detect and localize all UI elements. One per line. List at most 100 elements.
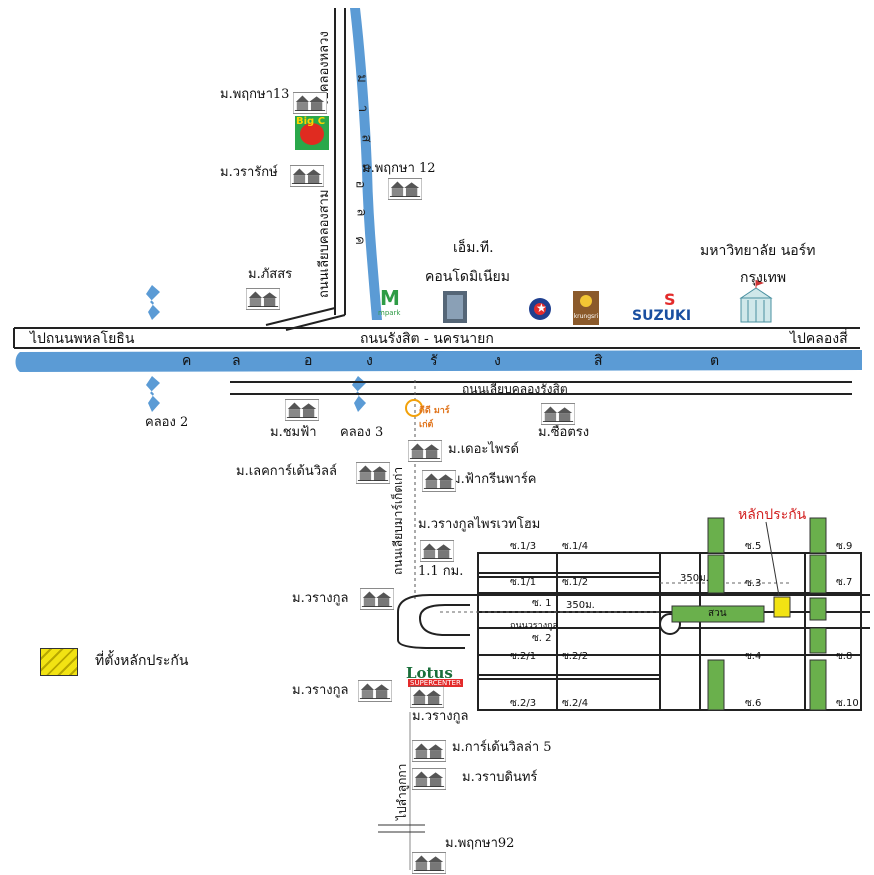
label-khlong2: คลอง 2 <box>145 415 189 430</box>
khlong-rangsit-letter: อ <box>304 353 313 369</box>
lotus-sub-text: SUPERCENTER <box>408 679 463 687</box>
khlong-2-tributary-north <box>146 285 160 320</box>
soi-2-1: ซ.2/1 <box>510 651 537 662</box>
label-main-west: ไปถนนพหลโยธิน <box>30 331 135 347</box>
suan-center: สวน <box>708 608 727 619</box>
label-the-price: ม.เดอะไพรด์ <box>448 442 519 457</box>
label-wararangkul-a: ม.วรางกูล <box>292 591 349 606</box>
caltex-logo: ★ <box>529 298 551 320</box>
label-chomfah: ม.ชมฟ้า <box>270 425 317 440</box>
house-icon <box>356 462 390 484</box>
khlong-rangsit-letter: ล <box>232 353 241 369</box>
label-wararak: ม.วรารักษ์ <box>220 165 278 180</box>
khlong-rangsit-letter: ต <box>710 353 720 369</box>
label-main-center: ถนนรังสิต - นครนายก <box>360 331 494 347</box>
label-mt-condo-1: เอ็ม.ที. <box>453 240 494 256</box>
soi-3: ซ.3 <box>745 578 762 589</box>
house-icon <box>388 178 422 200</box>
khlong-sam-letter: ม <box>353 74 369 83</box>
soi-1: ซ. 1 <box>532 598 552 609</box>
khlong-rangsit-canal <box>15 350 862 372</box>
wararangkul-road <box>397 594 870 649</box>
label-pruksa12: ม.พฤกษา 12 <box>362 161 436 176</box>
legend-swatch <box>40 648 78 676</box>
label-khlong3: คลอง 3 <box>340 425 384 440</box>
label-south-road-2: ไปลำลูกกา <box>395 763 409 820</box>
soi-5: ซ.5 <box>745 541 762 552</box>
label-suetrong: ม.ซื่อตรง <box>538 425 590 440</box>
soi-2-3: ซ.2/3 <box>510 698 537 709</box>
label-garden-villa: ม.การ์เด้นวิลล่า 5 <box>452 740 552 755</box>
frontage-road <box>230 381 852 395</box>
mpark-logo: M mpark <box>378 286 401 317</box>
label-mt-condo-2: คอนโดมิเนียม <box>425 269 510 285</box>
label-main-east: ไปคลองสี่ <box>790 331 848 347</box>
khlong-rangsit-letter: ค <box>182 353 192 369</box>
khlong-rangsit-letter: สิ <box>594 353 603 369</box>
label-frontage-road: ถนนเลียบคลองรังสิต <box>462 382 568 396</box>
parks <box>671 517 827 711</box>
lotus-text: Lotus <box>406 664 453 682</box>
khlong-sam-letter: ค <box>351 236 367 245</box>
road-break-mark <box>378 824 425 833</box>
soi-7: ซ.7 <box>836 577 853 588</box>
dist-350a: 350ม. <box>680 573 709 584</box>
label-university-1: มหาวิทยาลัย นอร์ท <box>700 243 816 259</box>
label-university-2: กรุงเทพ <box>740 270 787 286</box>
house-icon <box>408 440 442 462</box>
main-road <box>13 327 860 349</box>
label-north-road-2: ถนนเลียบคลองสาม <box>317 189 332 298</box>
house-icon <box>412 852 446 874</box>
university-building <box>739 287 773 323</box>
dist-350b: 350ม. <box>566 600 595 611</box>
bigc-text: Big C <box>296 116 326 127</box>
label-wararangkul-private: ม.วรางกูลไพรเวทโฮม <box>418 517 541 532</box>
khlong-rangsit-letter: ง <box>366 353 373 369</box>
label-south-road: ถนนเลียบมาร์เก็ตเก่า <box>391 466 405 575</box>
house-icon <box>412 768 446 790</box>
khlong-sam-letter: ง <box>359 163 375 170</box>
label-distance-1km: 1.1 กม. <box>418 564 464 579</box>
label-wararangkul-b: ม.วรางกูล <box>292 683 349 698</box>
soi-4: ซ.4 <box>745 651 762 662</box>
soi-1-1: ซ.1/1 <box>510 577 537 588</box>
target-label: หลักประกัน <box>738 507 807 523</box>
khlong-sam-letter: ส <box>358 134 374 143</box>
khlong-rangsit-letter: ง <box>494 353 501 369</box>
soi-2-2: ซ.2/2 <box>562 651 589 662</box>
condo-building <box>443 291 467 323</box>
label-passorn: ม.ภัสสร <box>248 267 293 282</box>
soi-9: ซ.9 <box>836 541 853 552</box>
khlong-sam-letter: อ <box>352 180 368 189</box>
house-icon <box>541 403 575 425</box>
bigc-logo: Big C <box>295 116 329 150</box>
mpark-text: mpark <box>378 309 401 317</box>
house-icon <box>420 540 454 562</box>
khlong-rangsit-letter: รั <box>430 353 438 369</box>
label-waraphin: ม.วราบดินทร์ <box>462 770 538 785</box>
suzuki-text: SUZUKI <box>632 308 692 324</box>
house-icon <box>412 740 446 762</box>
house-icon <box>290 165 324 187</box>
soi-1-4: ซ.1/4 <box>562 541 589 552</box>
soi-10: ซ.10 <box>836 698 859 709</box>
house-icon <box>285 399 319 421</box>
label-pruksa13: ม.พฤกษา13 <box>220 87 290 102</box>
house-icon <box>358 680 392 702</box>
target-pointer <box>765 521 780 597</box>
north-road <box>265 8 346 331</box>
khlong-sam-letter: ล <box>353 208 369 217</box>
krungsri-logo: krungsri <box>573 291 599 325</box>
house-icon <box>422 470 456 492</box>
krungsri-text: krungsri <box>573 313 599 320</box>
label-fahgreen: ม.ฟ้ากรีนพาร์ค <box>452 472 537 487</box>
label-lake-garden: ม.เลคการ์เด้นวิลล์ <box>236 464 337 479</box>
soi-8: ซ.8 <box>836 651 853 662</box>
target-plot <box>773 596 791 618</box>
label-wararangkul-c: ม.วรางกูล <box>412 709 469 724</box>
khlong-sam-canal <box>350 8 382 320</box>
house-icon <box>246 288 280 310</box>
soi-1-2: ซ.1/2 <box>562 577 589 588</box>
suzuki-logo: S SUZUKI <box>632 290 692 324</box>
